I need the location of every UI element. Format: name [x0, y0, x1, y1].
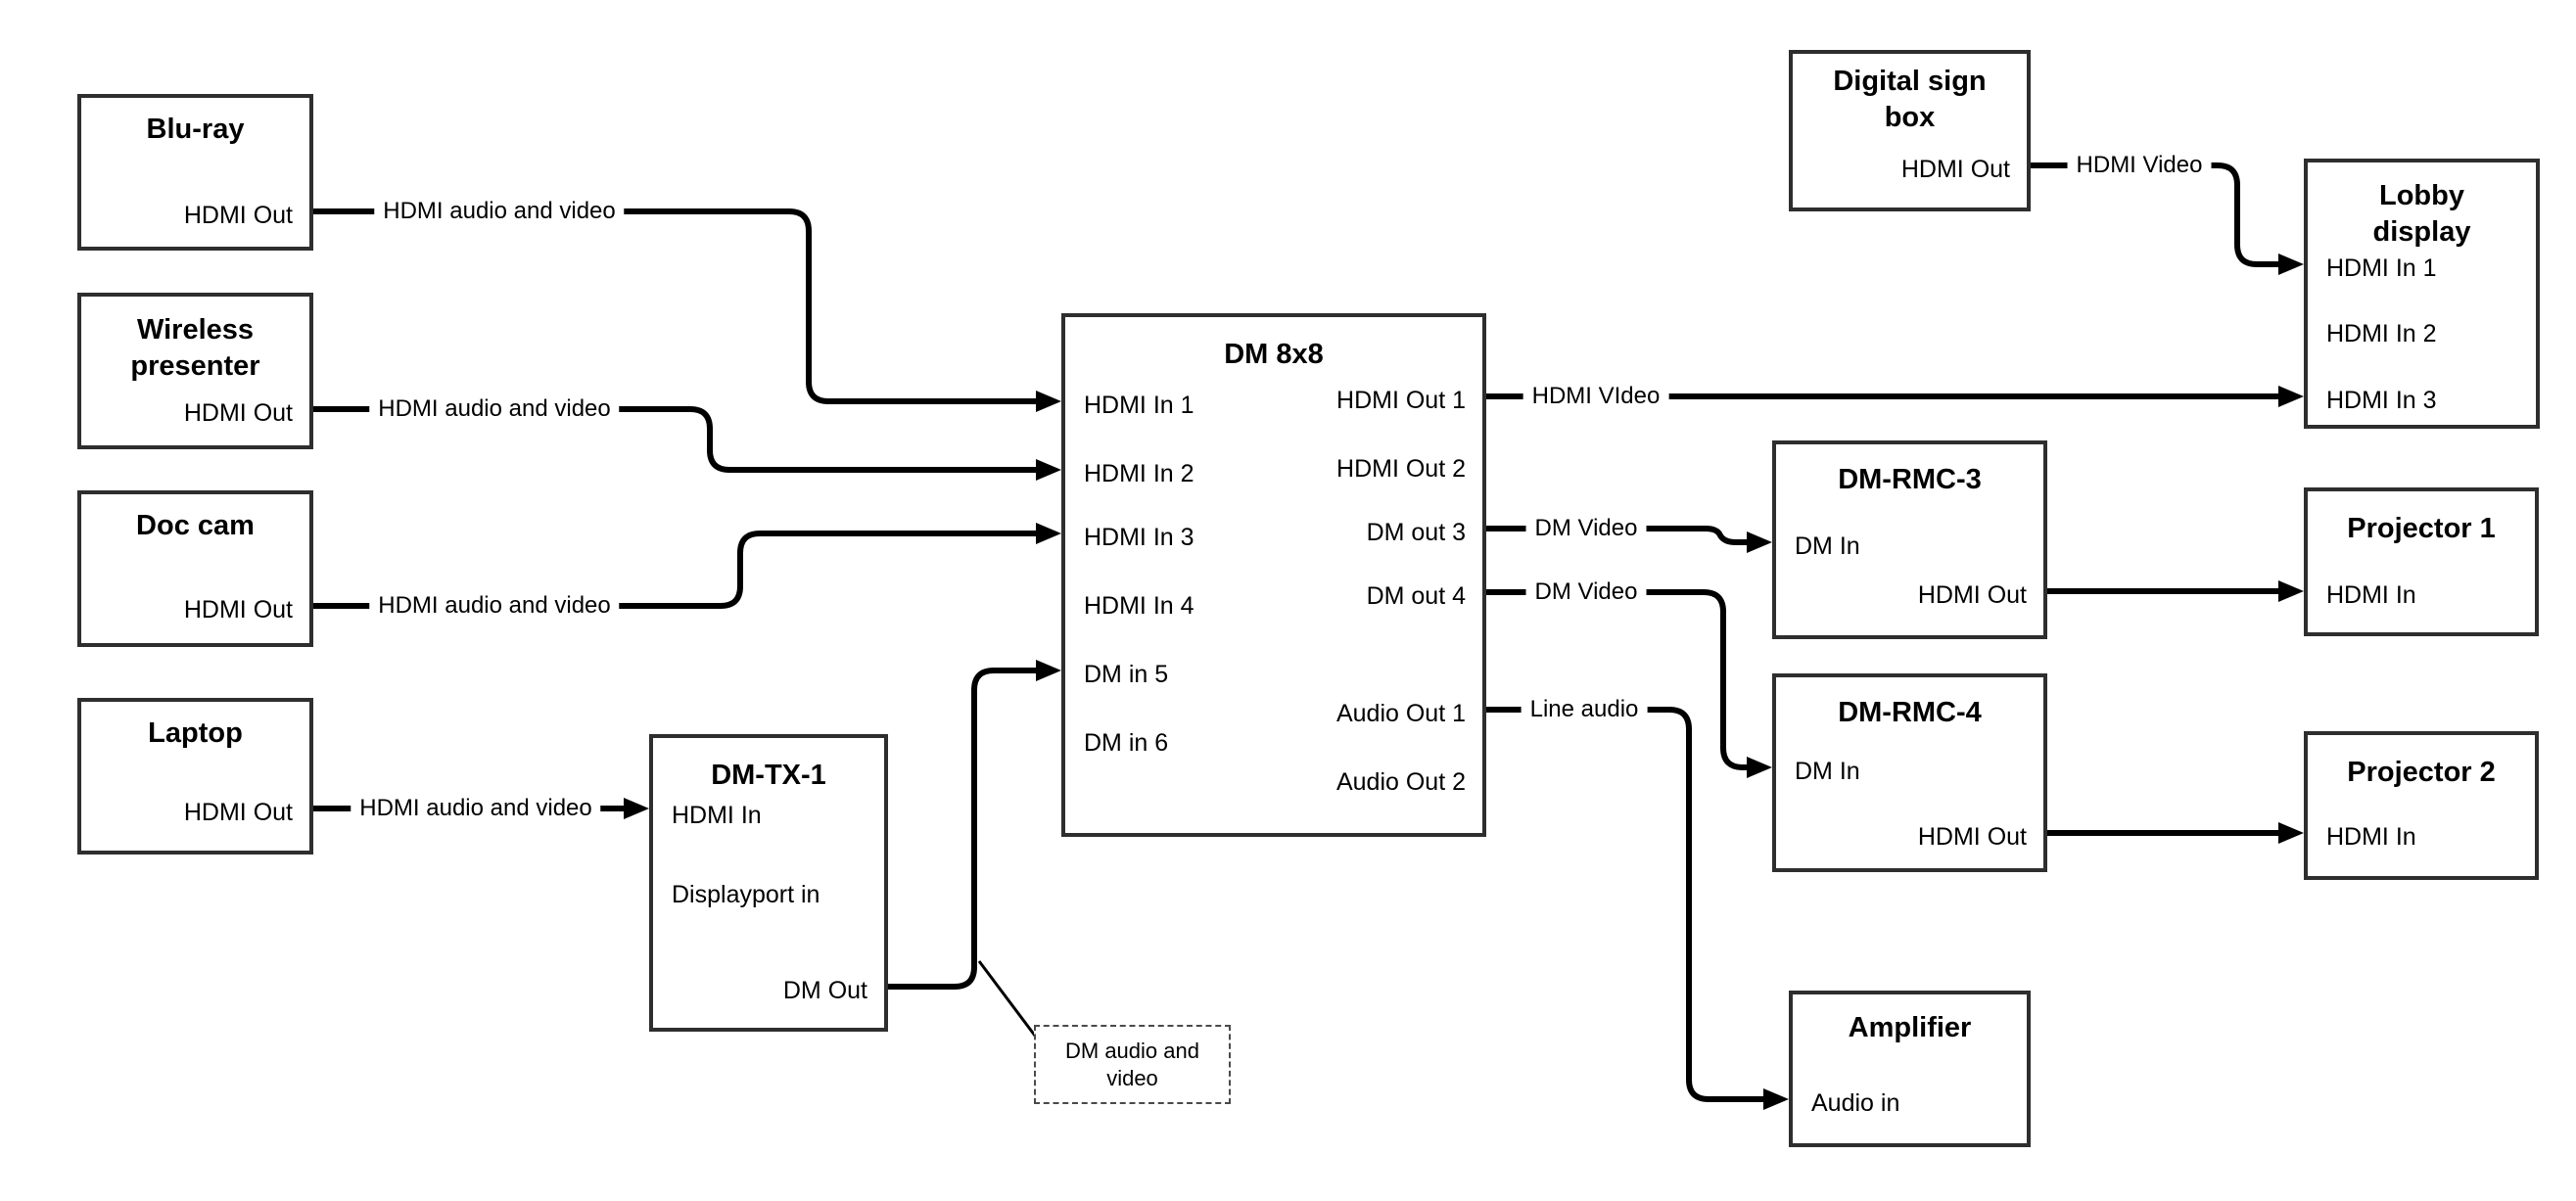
port-dm8x8-hdmi-out2: HDMI Out 2	[1336, 455, 1466, 483]
port-rmc3-dm-in: DM In	[1795, 532, 1860, 560]
port-rmc3-hdmi-out: HDMI Out	[1917, 581, 2027, 609]
node-dmtx1: DM-TX-1 HDMI In Displayport in DM Out	[649, 734, 888, 1032]
port-amp-audio-in: Audio in	[1811, 1089, 1900, 1117]
wire-bluray-to-dm8x8-in1	[313, 208, 1040, 404]
wire-label-dm-video-out3: DM Video	[1525, 514, 1647, 543]
annotation-text: DM audio and video	[1065, 1038, 1199, 1090]
port-dm8x8-hdmi-out1: HDMI Out 1	[1336, 387, 1466, 414]
arrowhead-proj2-hdmi-in	[2278, 822, 2304, 844]
port-dm8x8-dm-out4: DM out 4	[1366, 582, 1466, 610]
wire-label-hdmi-video-signbox: HDMI Video	[2067, 151, 2212, 180]
port-dm8x8-dm-in5: DM in 5	[1084, 661, 1169, 688]
wire-label-hdmi-video-out1: HDMI VIdeo	[1522, 382, 1669, 411]
port-dm8x8-hdmi-in1: HDMI In 1	[1084, 392, 1194, 419]
wire-label-line-audio: Line audio	[1521, 695, 1648, 724]
node-title: DM-RMC-3	[1838, 464, 1982, 495]
port-dm8x8-hdmi-in3: HDMI In 3	[1084, 524, 1194, 551]
node-dm-rmc-3: DM-RMC-3 DM In HDMI Out	[1772, 440, 2047, 639]
wire-dm8x8-aout1-to-amp	[1486, 707, 1763, 1102]
node-doccam: Doc cam HDMI Out	[77, 490, 313, 647]
port-dmtx1-hdmi-in: HDMI In	[672, 802, 762, 829]
annotation-leader-line	[977, 960, 1040, 1040]
arrowhead-dm8x8-in3	[1036, 523, 1061, 544]
arrowhead-lobby-in1	[2278, 254, 2304, 275]
arrowhead-dm8x8-in2	[1036, 459, 1061, 481]
port-dmtx1-displayport-in: Displayport in	[672, 881, 820, 908]
port-dm8x8-hdmi-in2: HDMI In 2	[1084, 460, 1194, 487]
arrowhead-lobby-in3	[2278, 386, 2304, 407]
wire-dmtx1-to-dm8x8-in5	[888, 668, 1040, 990]
port-dm8x8-dm-out3: DM out 3	[1366, 519, 1466, 546]
node-projector-2: Projector 2 HDMI In	[2304, 731, 2539, 880]
wire-dm8x8-out3-to-rmc3	[1486, 526, 1751, 545]
wire-label-wireless-av: HDMI audio and video	[369, 394, 620, 424]
node-dm8x8: DM 8x8 HDMI In 1 HDMI In 2 HDMI In 3 HDM…	[1061, 313, 1486, 837]
port-dm8x8-audio-out2: Audio Out 2	[1335, 768, 1466, 796]
node-laptop: Laptop HDMI Out	[77, 698, 313, 855]
wire-label-laptop-av: HDMI audio and video	[351, 794, 601, 823]
port-wireless-hdmi-out: HDMI Out	[183, 399, 293, 427]
node-title: Amplifier	[1848, 1012, 1972, 1043]
wire-wireless-to-dm8x8-in2	[313, 406, 1040, 473]
port-lobby-hdmi-in3: HDMI In 3	[2326, 387, 2437, 414]
port-proj2-hdmi-in: HDMI In	[2326, 823, 2416, 851]
wire-label-doccam-av: HDMI audio and video	[369, 591, 620, 621]
node-title: DM-RMC-4	[1838, 697, 1982, 728]
port-rmc4-dm-in: DM In	[1795, 758, 1860, 785]
node-dm-rmc-4: DM-RMC-4 DM In HDMI Out	[1772, 673, 2047, 872]
node-title: Doc cam	[136, 510, 255, 541]
node-title: DM 8x8	[1224, 339, 1324, 370]
wire-doccam-to-dm8x8-in3	[313, 531, 1040, 609]
arrowhead-amp-audio-in	[1763, 1088, 1789, 1110]
wire-label-dm-video-out4: DM Video	[1525, 577, 1647, 607]
port-lobby-hdmi-in1: HDMI In 1	[2326, 254, 2437, 282]
port-proj1-hdmi-in: HDMI In	[2326, 581, 2416, 609]
arrowhead-dm8x8-in5	[1036, 660, 1061, 681]
annotation-dm-audio-video: DM audio and video	[1034, 1025, 1231, 1104]
port-lobby-hdmi-in2: HDMI In 2	[2326, 320, 2437, 347]
port-rmc4-hdmi-out: HDMI Out	[1917, 823, 2027, 851]
node-projector-1: Projector 1 HDMI In	[2304, 487, 2539, 636]
arrowhead-dm8x8-in1	[1036, 391, 1061, 412]
port-laptop-hdmi-out: HDMI Out	[183, 799, 293, 826]
node-title: DM-TX-1	[711, 760, 826, 791]
arrowhead-proj1-hdmi-in	[2278, 580, 2304, 602]
port-doccam-hdmi-out: HDMI Out	[183, 596, 293, 624]
node-title: Blu-ray	[146, 114, 245, 145]
port-signbox-hdmi-out: HDMI Out	[1900, 156, 2010, 183]
port-dm8x8-audio-out1: Audio Out 1	[1335, 700, 1466, 727]
arrowhead-rmc3-dm-in	[1747, 531, 1772, 553]
port-bluray-hdmi-out: HDMI Out	[183, 202, 293, 229]
node-amplifier: Amplifier Audio in	[1789, 991, 2031, 1147]
port-dm8x8-dm-in6: DM in 6	[1084, 729, 1169, 757]
node-title: Laptop	[148, 717, 243, 749]
node-title: Projector 1	[2347, 513, 2496, 544]
wire-signbox-to-lobby-in1	[2031, 162, 2282, 267]
arrowhead-rmc4-dm-in	[1747, 757, 1772, 778]
node-title: Projector 2	[2347, 757, 2496, 788]
arrowhead-dmtx1-hdmi-in	[624, 798, 649, 819]
wire-dm8x8-out4-to-rmc4	[1486, 589, 1751, 770]
node-bluray: Blu-ray HDMI Out	[77, 94, 313, 251]
wire-label-bluray-av: HDMI audio and video	[374, 197, 625, 226]
port-dm8x8-hdmi-in4: HDMI In 4	[1084, 592, 1194, 620]
port-dmtx1-dm-out: DM Out	[782, 977, 867, 1004]
